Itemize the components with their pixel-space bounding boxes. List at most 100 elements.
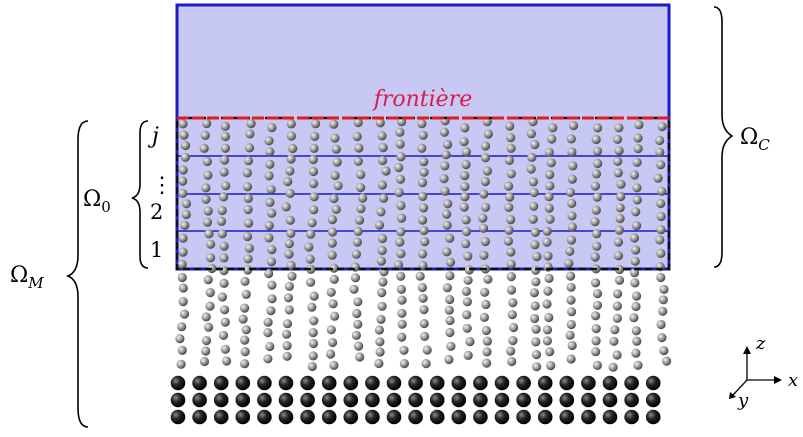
free-atom — [330, 170, 340, 181]
free-atom — [614, 123, 624, 133]
substrate-atom — [278, 409, 294, 425]
frontier-label: frontière — [372, 87, 473, 112]
free-atom — [377, 245, 387, 256]
omega-0-subscript: 0 — [101, 198, 111, 216]
free-atom — [219, 192, 229, 202]
free-atom — [178, 165, 188, 175]
free-atom — [238, 314, 248, 324]
free-atom — [608, 362, 618, 372]
free-atom — [629, 313, 639, 323]
free-atom — [287, 271, 297, 281]
free-atom — [544, 192, 554, 202]
free-atom — [504, 181, 514, 191]
free-atom — [358, 193, 368, 203]
substrate-atom — [343, 392, 359, 408]
free-atom — [353, 156, 363, 166]
free-atom — [417, 143, 427, 153]
substrate-atom — [624, 375, 639, 391]
substrate-atom — [581, 409, 596, 425]
free-atom — [479, 223, 489, 233]
free-atom — [483, 274, 493, 284]
omega-c-subscript: C — [758, 136, 770, 154]
free-atom — [286, 119, 296, 129]
free-atom — [309, 291, 319, 301]
free-atom — [442, 209, 452, 219]
free-atom — [566, 282, 576, 292]
free-atom — [355, 215, 365, 225]
free-atom — [443, 139, 453, 150]
free-atom — [480, 176, 490, 187]
free-atom — [263, 317, 273, 327]
free-atom — [243, 193, 253, 203]
free-atom — [396, 249, 406, 259]
free-atom — [286, 228, 296, 238]
free-atom — [613, 237, 624, 247]
free-atom — [267, 245, 277, 255]
substrate-atom — [235, 375, 251, 391]
free-atom — [568, 121, 579, 131]
free-atom — [206, 253, 216, 263]
free-atom — [440, 161, 450, 171]
substrate-atom — [213, 392, 229, 408]
free-atom — [283, 293, 293, 303]
free-atom — [205, 288, 215, 298]
free-atom — [284, 239, 294, 249]
free-atom — [178, 176, 188, 186]
free-atom — [377, 131, 387, 141]
free-atom — [375, 347, 385, 357]
free-atom — [566, 354, 576, 364]
free-atom — [354, 341, 364, 351]
free-atom — [178, 233, 188, 243]
free-atom — [377, 301, 387, 311]
free-atom — [202, 217, 213, 227]
free-atom — [288, 143, 298, 154]
free-atom — [632, 291, 642, 301]
free-atom — [180, 140, 191, 151]
free-atom — [282, 341, 292, 351]
substrate-atom — [451, 409, 467, 425]
atoms-group — [170, 116, 672, 425]
free-atom — [356, 183, 366, 193]
substrate-atom — [278, 375, 294, 391]
omega-m-label: ΩM — [10, 263, 44, 292]
free-atom — [329, 360, 339, 370]
free-atom — [395, 237, 405, 247]
substrate-atom — [516, 392, 531, 408]
free-atom — [181, 199, 192, 209]
substrate-atom — [235, 409, 251, 425]
layer-label-2: 2 — [150, 200, 163, 224]
free-atom — [530, 313, 540, 324]
free-atom — [460, 171, 470, 181]
substrate-atom — [365, 392, 380, 408]
free-atom — [566, 319, 576, 330]
free-atom — [543, 286, 553, 296]
free-atom — [632, 221, 642, 231]
free-atom — [658, 306, 668, 316]
free-atom — [330, 133, 340, 143]
free-atom — [480, 236, 490, 247]
substrate-atom — [516, 375, 531, 391]
free-atom — [481, 202, 491, 212]
substrate-atom — [473, 375, 488, 391]
free-atom — [242, 168, 252, 178]
free-atom — [634, 120, 644, 130]
free-atom — [394, 162, 404, 173]
free-atom — [462, 323, 472, 333]
free-atom — [531, 350, 542, 360]
free-atom — [612, 350, 622, 360]
free-atom — [393, 260, 404, 270]
free-atom — [616, 191, 626, 202]
free-atom — [590, 181, 601, 191]
axis-x-label: x — [788, 370, 798, 391]
free-atom — [531, 277, 541, 287]
substrate-atom — [343, 409, 359, 425]
free-atom — [420, 237, 430, 247]
substrate-atom — [257, 375, 272, 391]
free-atom — [527, 152, 537, 162]
free-atom — [306, 229, 316, 239]
free-atom — [329, 274, 339, 284]
substrate-atom — [473, 392, 488, 408]
free-atom — [177, 345, 187, 355]
free-atom — [544, 273, 554, 283]
free-atom — [352, 131, 362, 142]
